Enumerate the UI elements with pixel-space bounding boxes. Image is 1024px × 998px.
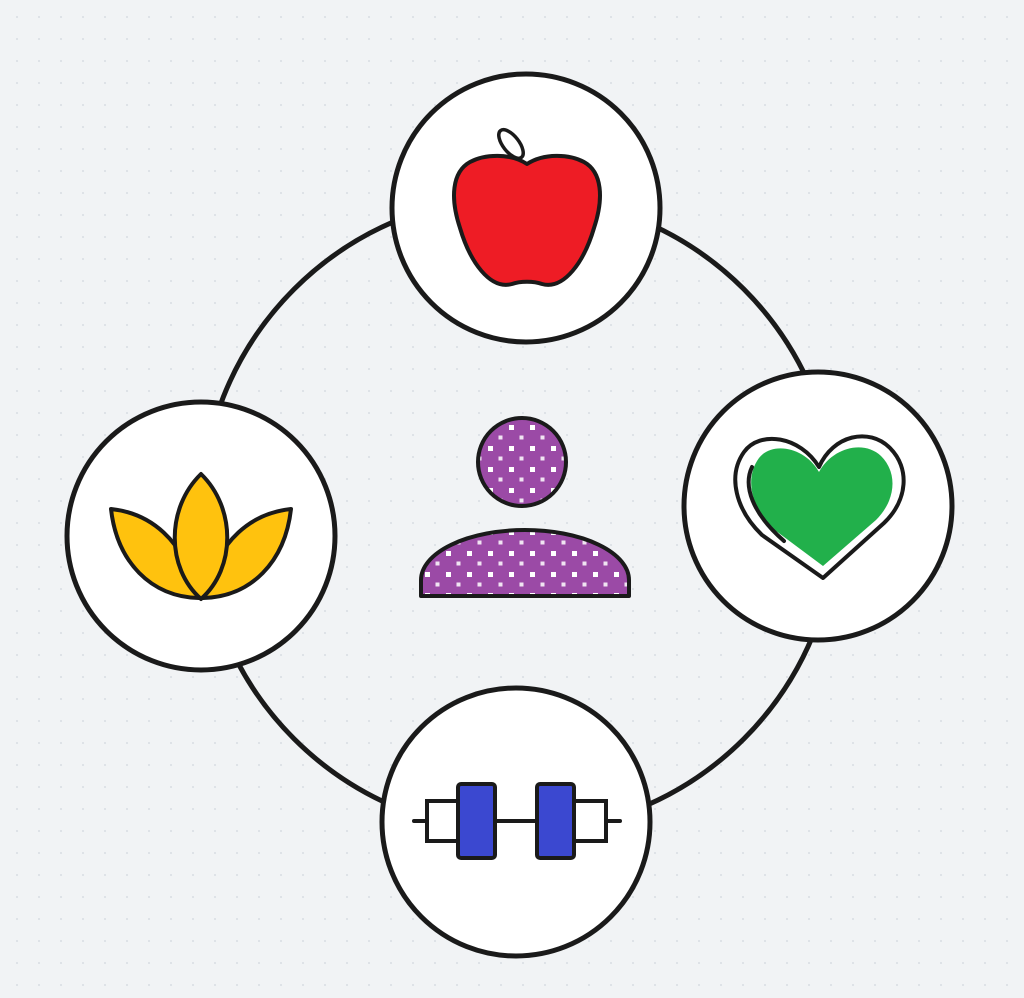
heart-body: [751, 447, 893, 566]
person-icon: [419, 416, 631, 598]
person-head: [476, 416, 568, 508]
node-fitness[interactable]: [379, 685, 653, 959]
node-heart-health[interactable]: [681, 369, 955, 643]
lotus-petal-center: [172, 472, 230, 601]
node-mindfulness[interactable]: [64, 399, 338, 673]
person-body: [419, 528, 631, 598]
apple-leaf: [497, 127, 525, 161]
lotus-icon: [109, 472, 293, 601]
apple-body: [452, 153, 602, 287]
dumbbell-icon: [412, 782, 622, 860]
node-nutrition[interactable]: [389, 71, 663, 345]
dumbbell-weight-left: [456, 782, 497, 860]
heart-highlight: [746, 465, 786, 543]
apple-icon: [452, 127, 602, 287]
dumbbell-weight-right: [535, 782, 576, 860]
center-person: [419, 416, 631, 598]
heart-icon: [733, 434, 906, 580]
